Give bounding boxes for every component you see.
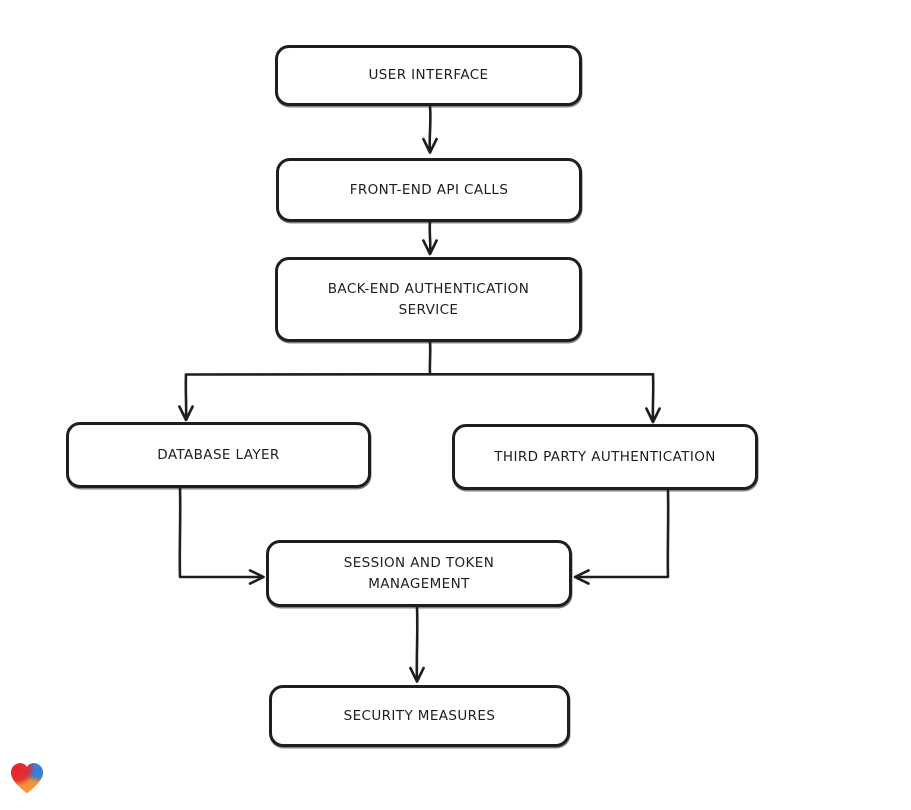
node-third-party-authentication-label: THIRD PARTY AUTHENTICATION: [494, 448, 716, 465]
edge-thirdparty-to-session: [576, 488, 670, 579]
node-database-layer-label: DATABASE LAYER: [157, 446, 280, 463]
edge-database-to-session: [178, 486, 263, 579]
node-third-party-authentication[interactable]: THIRD PARTY AUTHENTICATION: [452, 424, 758, 490]
heart-icon: [10, 763, 44, 794]
node-session-and-token-management[interactable]: SESSION AND TOKEN MANAGEMENT: [266, 540, 572, 607]
node-front-end-api-calls-label: FRONT-END API CALLS: [349, 181, 509, 198]
arrowhead-left-1: [573, 569, 590, 585]
node-user-interface[interactable]: USER INTERFACE: [275, 45, 582, 106]
gradient-heart-logo[interactable]: [8, 760, 46, 796]
edge-session-to-security: [415, 605, 419, 682]
node-database-layer[interactable]: DATABASE LAYER: [66, 422, 371, 488]
arrowhead-down-2: [422, 239, 438, 256]
edge-frontend-to-backend: [428, 220, 432, 254]
arrowhead-right-1: [248, 569, 265, 585]
edge-ui-to-frontend: [428, 105, 432, 153]
arrowhead-down-5: [409, 666, 425, 683]
node-front-end-api-calls[interactable]: FRONT-END API CALLS: [276, 158, 582, 222]
node-security-measures-label: SECURITY MEASURES: [343, 707, 496, 724]
arrowhead-down-4: [645, 407, 661, 424]
node-back-end-authentication-service[interactable]: BACK-END AUTHENTICATION SERVICE: [275, 257, 582, 342]
node-security-measures[interactable]: SECURITY MEASURES: [269, 685, 570, 747]
arrowhead-down-3: [178, 405, 194, 422]
node-session-and-token-management-label: SESSION AND TOKEN MANAGEMENT: [343, 555, 495, 592]
arrowhead-down-1: [422, 137, 438, 154]
node-user-interface-label: USER INTERFACE: [368, 67, 489, 84]
node-back-end-authentication-service-label: BACK-END AUTHENTICATION SERVICE: [327, 281, 530, 318]
